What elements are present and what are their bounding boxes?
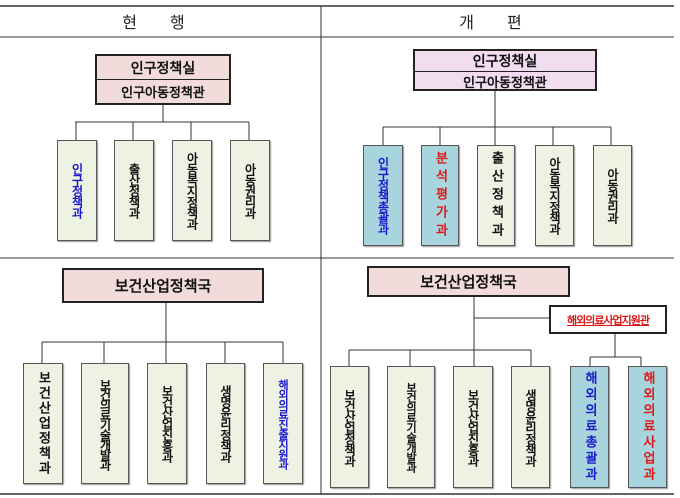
division-box: 생명윤리정책과: [206, 363, 245, 484]
division-label: 생명윤리정책과: [523, 388, 538, 466]
division-box: 출산정책과: [114, 140, 154, 241]
division-label: 출산정책과: [127, 163, 141, 218]
division-label: 해외의료진출지원과: [276, 378, 290, 469]
division-box: 분석평가과: [421, 145, 459, 246]
division-label: 해외의료사업과: [640, 371, 655, 483]
division-label: 아동복지정책과: [185, 152, 199, 229]
office-title: 인구정책실: [130, 60, 196, 77]
division-label: 보건산업정책과: [35, 371, 51, 476]
overseas-medical-support-office: 해외의료사업지원관: [549, 305, 667, 334]
office-subtitle: 인구아동정책관: [97, 79, 229, 103]
division-box: 해외의료총괄과: [570, 366, 609, 488]
division-box: 인구정책과: [57, 140, 97, 241]
division-box: 보건산업진흥과: [453, 366, 493, 488]
division-label: 아동권리과: [243, 163, 257, 218]
division-label: 생명윤리정책과: [218, 385, 233, 462]
division-box: 생명윤리정책과: [511, 366, 550, 488]
division-box: 보건의료기술개발과: [387, 366, 435, 488]
division-box: 아동권리과: [593, 145, 632, 246]
new-population-office: 인구정책실 인구아동정책관: [413, 49, 597, 91]
division-label: 인구정책과: [70, 163, 84, 218]
office-subtitle: 인구아동정책관: [415, 71, 595, 91]
header-current: 현 행: [122, 13, 199, 32]
division-box: 해외의료사업과: [628, 366, 667, 488]
division-label: 아동권리과: [605, 168, 620, 223]
new-health-bureau: 보건산업정책국: [367, 266, 570, 297]
division-label: 보건의료기술개발과: [98, 378, 112, 469]
division-label: 보건의료기술개발과: [404, 382, 418, 472]
division-label: 해외의료총괄과: [582, 371, 597, 483]
division-label: 보건산업정책과: [342, 388, 357, 466]
division-box: 해외의료진출지원과: [263, 363, 303, 484]
division-box: 아동권리과: [230, 140, 270, 241]
division-label: 출산정책과: [488, 150, 504, 241]
division-box: 출산정책과: [477, 145, 515, 246]
division-box: 보건산업정책과: [23, 363, 63, 484]
division-box: 인구정책총괄과: [363, 145, 403, 246]
office-title: 인구정책실: [472, 54, 538, 70]
division-label: 인구정책총괄과: [376, 157, 390, 234]
division-box: 보건의료기술개발과: [81, 363, 129, 484]
division-label: 아동복지정책과: [547, 157, 562, 234]
current-population-office: 인구정책실 인구아동정책관: [95, 54, 231, 105]
division-box: 보건산업정책과: [330, 366, 369, 488]
division-label: 보건산업진흥과: [466, 388, 480, 466]
header-reorganized: 개 편: [459, 13, 536, 32]
current-health-bureau: 보건산업정책국: [62, 268, 264, 303]
division-box: 아동복지정책과: [535, 145, 574, 246]
division-label: 분석평가과: [432, 150, 448, 241]
division-box: 아동복지정책과: [172, 140, 212, 241]
division-box: 보건산업진흥과: [147, 363, 187, 484]
division-label: 보건산업진흥과: [160, 385, 174, 462]
